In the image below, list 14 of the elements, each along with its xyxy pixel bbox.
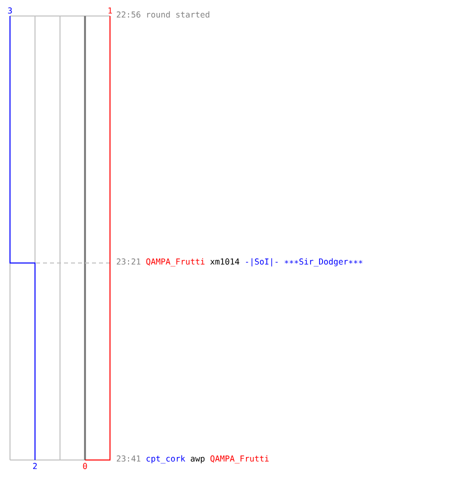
count-number: 3 — [8, 7, 12, 14]
timestamp: 22:56 — [116, 11, 140, 18]
count-number: 2 — [33, 462, 37, 469]
count-number: 1 — [108, 8, 112, 14]
weapon-name: xm1014 — [210, 258, 240, 265]
timestamp: 23:41 — [116, 455, 140, 462]
timestamp: 23:21 — [116, 258, 140, 265]
player-name: QAMPA_Frutti — [146, 258, 204, 266]
count-number: 0 — [83, 462, 87, 470]
player-name: cpt_cork — [146, 455, 186, 464]
weapon-name: awp — [190, 456, 205, 464]
player-name: QAMPA_Frutti — [210, 455, 269, 464]
event-text: round started — [147, 11, 210, 18]
player-name: -|SoI|- ∗∗∗Sir_Dodger∗∗∗ — [246, 258, 362, 266]
